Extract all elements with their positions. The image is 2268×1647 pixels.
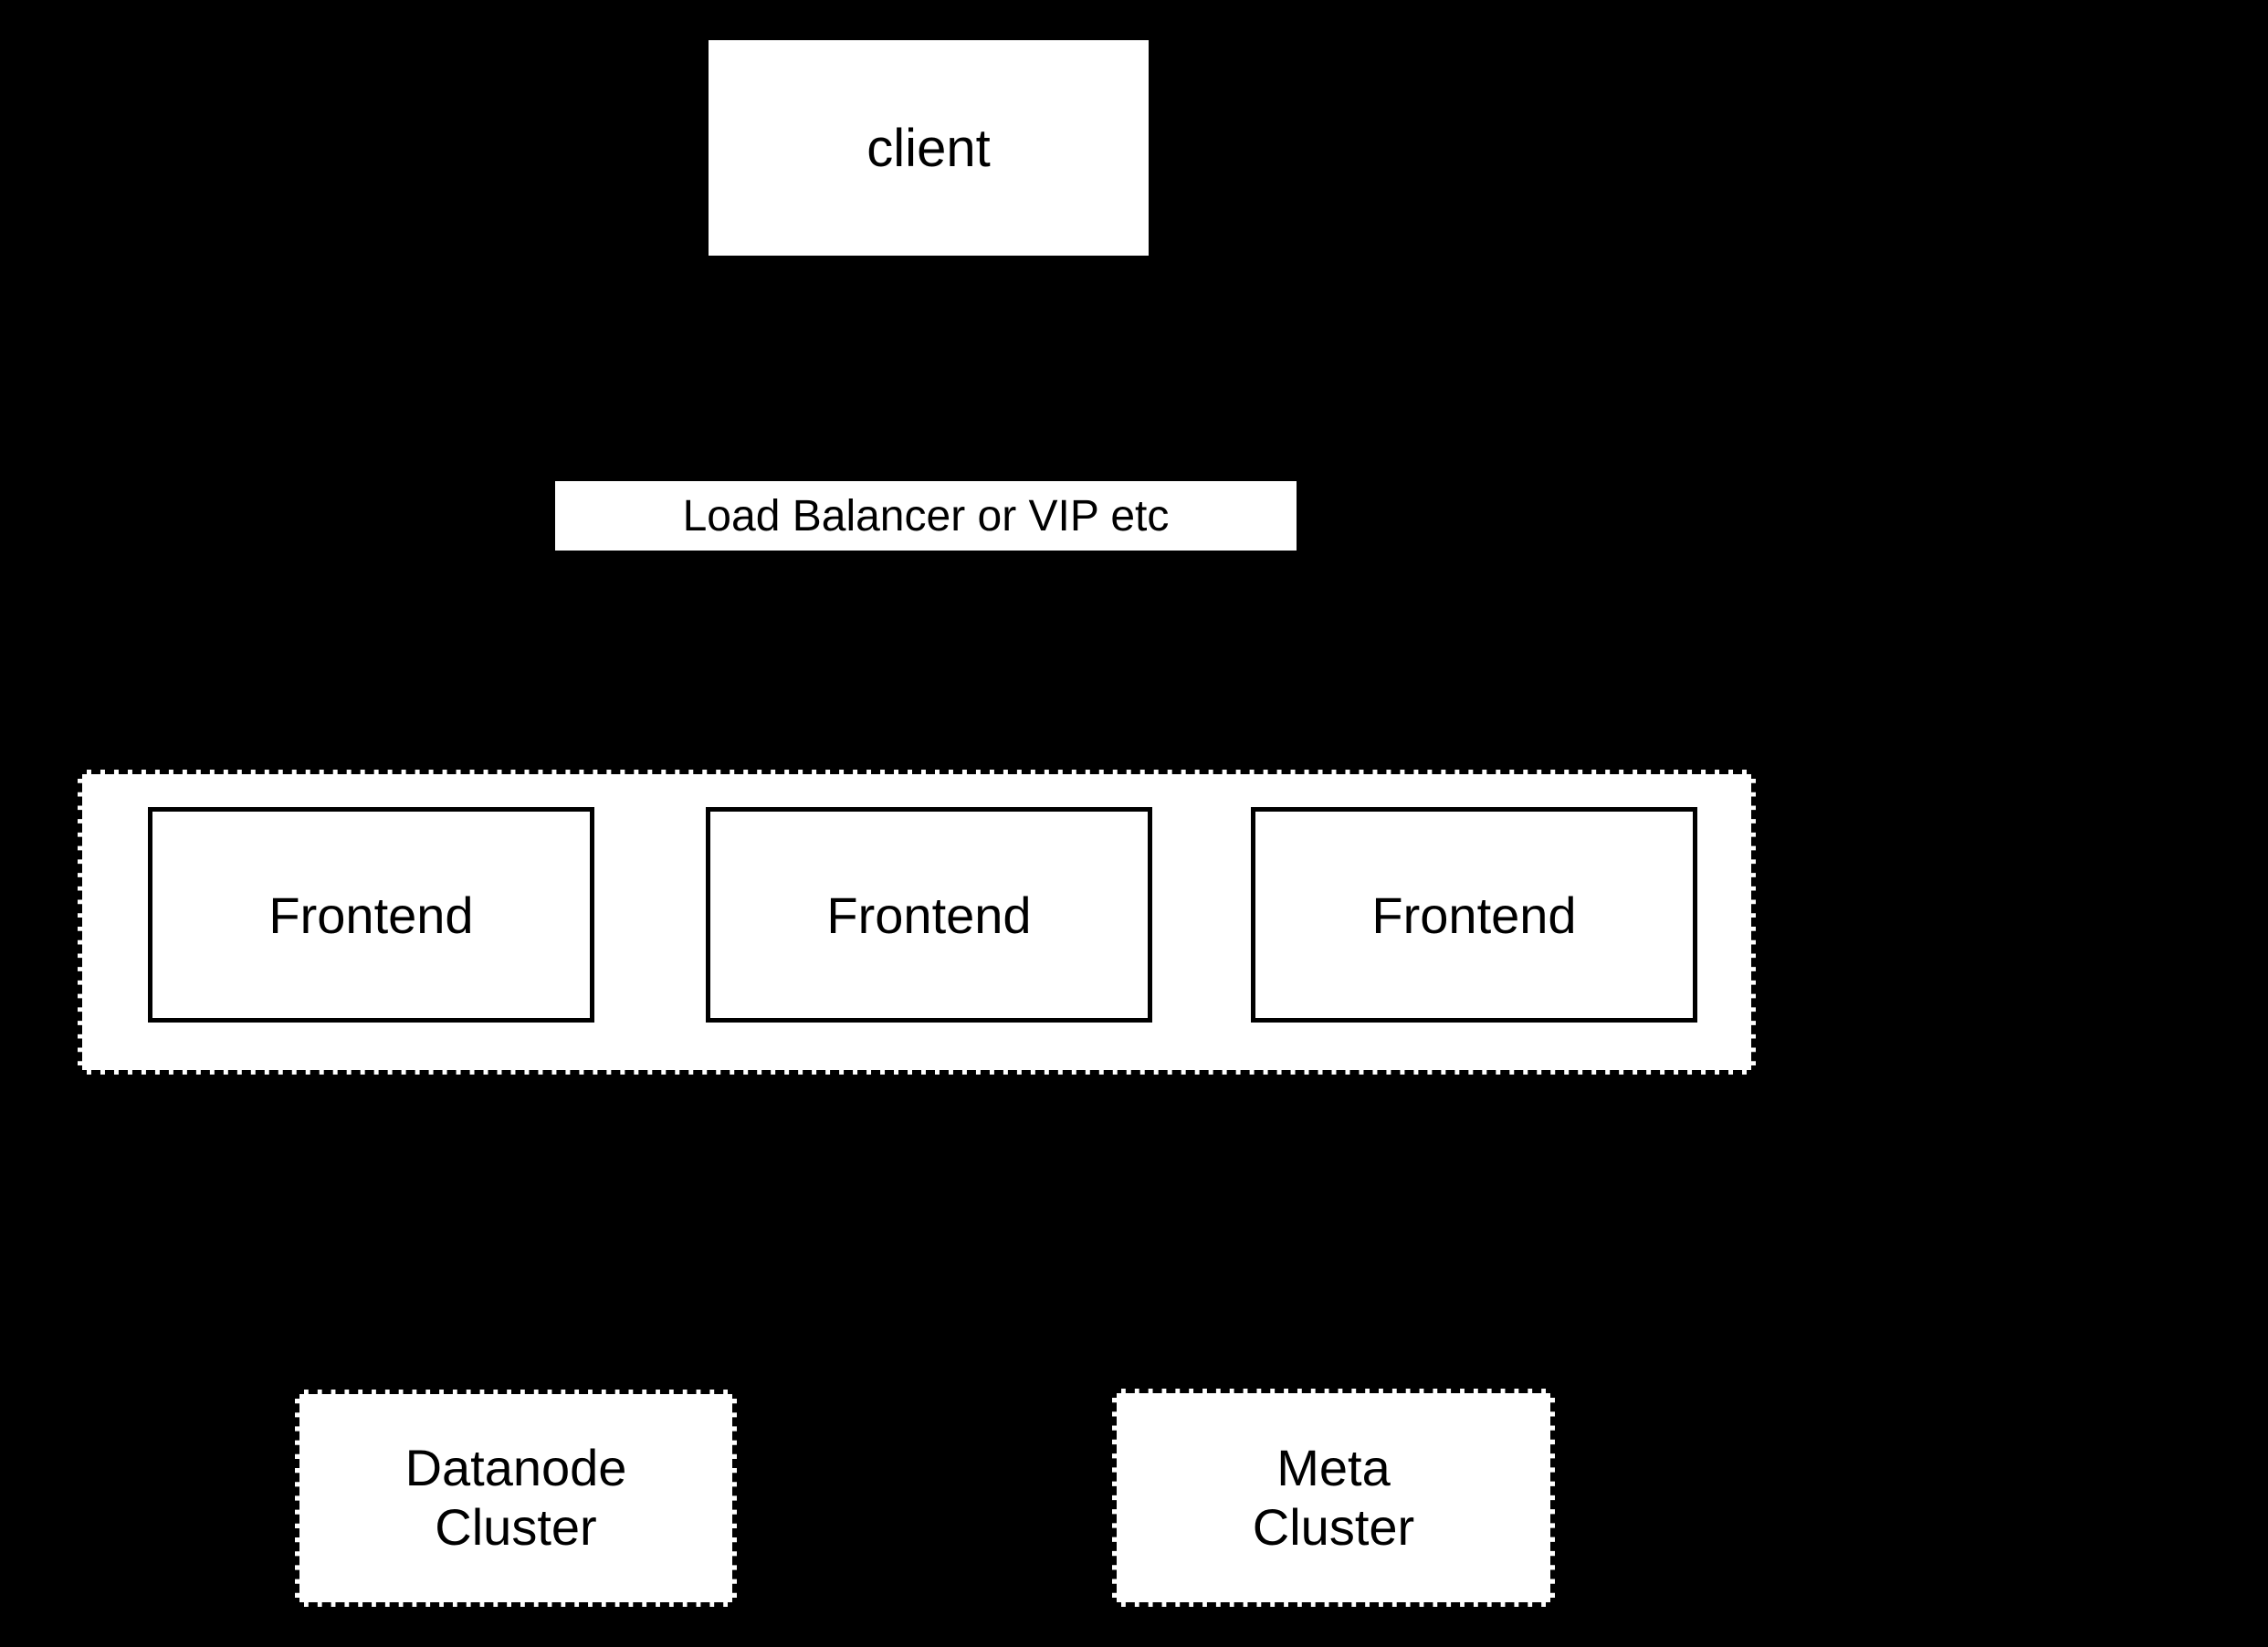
datanode-cluster-label-line2: Cluster [435, 1498, 597, 1556]
frontend-2-label: Frontend [826, 886, 1032, 944]
meta-cluster-label-line1: Meta [1276, 1438, 1391, 1496]
frontend-1-label: Frontend [268, 886, 474, 944]
client-label: client [866, 118, 991, 178]
load-balancer-label: Load Balancer or VIP etc [682, 491, 1170, 540]
client-node: client [709, 40, 1149, 256]
datanode-cluster-node: Datanode Cluster [295, 1390, 737, 1607]
frontend-3-label: Frontend [1371, 886, 1577, 944]
frontend-node-2: Frontend [706, 807, 1152, 1023]
meta-cluster-node: Meta Cluster [1112, 1389, 1555, 1607]
datanode-cluster-label-line1: Datanode [404, 1439, 627, 1497]
frontend-node-3: Frontend [1251, 807, 1697, 1023]
meta-cluster-label-line2: Cluster [1252, 1497, 1415, 1556]
frontend-node-1: Frontend [148, 807, 594, 1023]
load-balancer-node: Load Balancer or VIP etc [555, 481, 1297, 551]
